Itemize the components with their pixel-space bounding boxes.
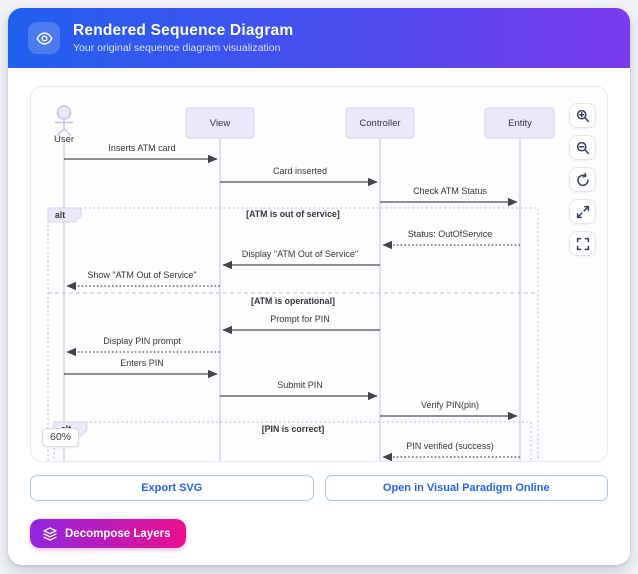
- message-label: Display PIN prompt: [103, 336, 181, 346]
- message-label: PIN verified (success): [406, 441, 494, 451]
- alt-guard-operational: [ATM is operational]: [251, 296, 335, 306]
- expand-button[interactable]: [569, 199, 596, 224]
- zoom-out-button[interactable]: [569, 135, 596, 160]
- zoom-in-button[interactable]: [569, 103, 596, 128]
- export-svg-button[interactable]: Export SVG: [30, 475, 314, 501]
- open-visual-paradigm-button[interactable]: Open in Visual Paradigm Online: [324, 475, 608, 501]
- message-label: Inserts ATM card: [108, 143, 175, 153]
- layers-icon: [43, 526, 57, 541]
- diagram-panel[interactable]: User View Controller Entity alt [ATM is …: [30, 86, 608, 462]
- rendered-sequence-diagram-card: Rendered Sequence Diagram Your original …: [8, 8, 630, 565]
- message-label: Check ATM Status: [413, 186, 487, 196]
- sequence-diagram-canvas: User View Controller Entity alt [ATM is …: [47, 105, 555, 461]
- page-title: Rendered Sequence Diagram: [73, 22, 294, 39]
- message-arrows: [64, 154, 520, 461]
- message-label: Enters PIN: [120, 358, 164, 368]
- message-label: Show "ATM Out of Service": [87, 270, 196, 280]
- alt-guard-pin-correct: [PIN is correct]: [262, 424, 325, 434]
- expand-icon: [576, 205, 589, 218]
- reset-view-button[interactable]: [569, 167, 596, 192]
- alt-fragment-1: alt [ATM is out of service] [ATM is oper…: [47, 207, 539, 461]
- message-labels: Inserts ATM card Card inserted Check ATM…: [87, 143, 493, 451]
- page-subtitle: Your original sequence diagram visualiza…: [73, 42, 281, 54]
- reset-view-icon: [576, 172, 589, 186]
- message-label: Status: OutOfService: [408, 229, 493, 239]
- zoom-in-icon: [576, 109, 589, 122]
- participant-label-user: User: [54, 134, 74, 145]
- participant-label-view: View: [210, 118, 231, 129]
- zoom-out-icon: [576, 141, 589, 154]
- decompose-layers-button[interactable]: Decompose Layers: [30, 519, 187, 548]
- alt-operator-1: alt: [55, 210, 65, 220]
- card-header: Rendered Sequence Diagram Your original …: [8, 8, 630, 68]
- alt-guard-out-of-service: [ATM is out of service]: [246, 209, 340, 219]
- decompose-layers-label: Decompose Layers: [65, 527, 171, 540]
- message-label: Submit PIN: [277, 380, 323, 390]
- fullscreen-icon: [576, 237, 589, 250]
- fullscreen-button[interactable]: [569, 231, 596, 256]
- participant-label-entity: Entity: [508, 118, 532, 129]
- participant-entity: Entity: [484, 107, 555, 139]
- participant-controller: Controller: [345, 107, 415, 139]
- zoom-level-badge: 60%: [42, 428, 80, 447]
- participant-view: View: [185, 107, 255, 139]
- participant-label-controller: Controller: [359, 118, 400, 129]
- message-label: Verify PIN(pin): [421, 400, 479, 410]
- message-label: Prompt for PIN: [270, 314, 330, 324]
- eye-icon: [28, 22, 60, 54]
- message-label: Card inserted: [273, 166, 327, 176]
- diagram-zoom-controls: [569, 103, 596, 256]
- message-label: Display "ATM Out of Service": [242, 249, 358, 259]
- action-button-row: Export SVG Open in Visual Paradigm Onlin…: [30, 475, 608, 501]
- actor-user: User: [54, 105, 74, 145]
